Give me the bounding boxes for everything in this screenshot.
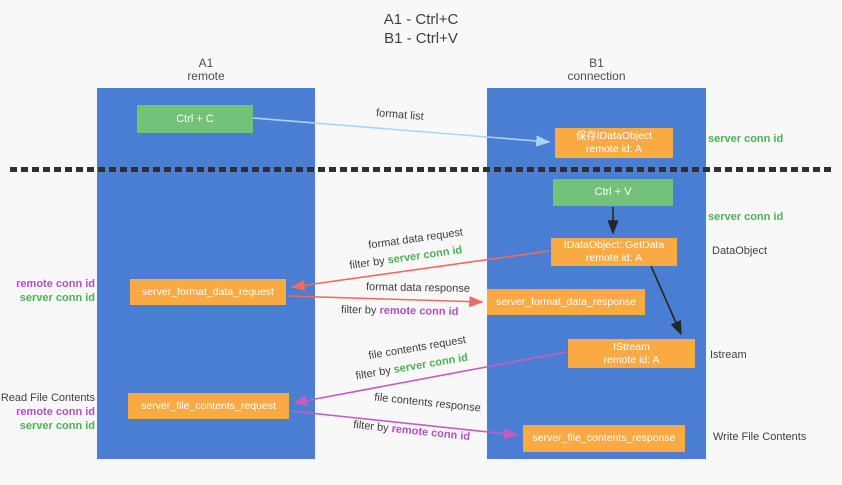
filter-by-text-1: filter by: [348, 254, 389, 272]
node-ctrl-c: Ctrl + C: [137, 105, 253, 133]
label-remote-conn-id-1: remote conn id: [16, 278, 95, 290]
lane-b1-name: B1: [589, 56, 604, 70]
title-line-1: A1 - Ctrl+C: [383, 11, 459, 28]
node-ctrl-v: Ctrl + V: [553, 179, 673, 206]
filter-by-text-2: filter by: [340, 303, 380, 317]
arrow-label-file-contents-response: file contents response: [373, 391, 482, 415]
arrow-label-format-data-response: format data response: [365, 281, 471, 295]
node-server-file-contents-request: server_file_contents_request: [128, 393, 289, 419]
node-server-file-contents-response: server_file_contents_response: [523, 425, 685, 452]
node-idataobject-getdata: IDataObject::GetData remote id: A: [551, 238, 677, 266]
filter-value-remote-conn-id-4: remote conn id: [390, 422, 471, 444]
arrow-label-format-list: format list: [375, 107, 425, 123]
node-istream-line2: remote id: A: [603, 353, 660, 366]
lane-header-a1: A1 remote: [97, 57, 315, 83]
node-format-data-response-label: server_format_data_response: [495, 295, 637, 308]
node-format-data-request-label: server_format_data_request: [142, 285, 274, 298]
label-istream: Istream: [710, 349, 747, 361]
label-server-conn-id-1: server conn id: [19, 292, 95, 304]
filter-value-remote-conn-id-2: remote conn id: [379, 304, 459, 319]
lane-a1-name: A1: [198, 56, 214, 70]
lane-b1-role: connection: [567, 69, 626, 83]
node-getdata-line1: IDataObject::GetData: [563, 239, 665, 251]
node-save-idataobject-line2: remote id: A: [585, 143, 643, 155]
arrow-label-filter-file-response: filter by remote conn id: [353, 419, 471, 443]
node-getdata-line2: remote id: A: [585, 252, 643, 264]
filter-by-text-3: filter by: [354, 364, 395, 383]
label-read-file-contents: Read File Contents: [0, 392, 95, 404]
arrow-format-data-response: [287, 295, 484, 308]
node-file-contents-response-label: server_file_contents_response: [532, 432, 676, 444]
label-stack-file-request-ids: Read File Contents remote conn id server…: [0, 391, 95, 433]
node-istream: IStream remote id: A: [568, 339, 695, 368]
node-istream-line1: IStream: [613, 340, 650, 353]
diagram-title: A1 - Ctrl+C B1 - Ctrl+V: [0, 10, 842, 48]
node-save-idataobject: 保存IDataObject remote id: A: [555, 128, 673, 158]
title-line-2: B1 - Ctrl+V: [384, 30, 458, 47]
lane-a1-role: remote: [187, 69, 225, 83]
label-server-conn-id-2: server conn id: [19, 420, 95, 432]
node-ctrl-v-label: Ctrl + V: [594, 186, 632, 198]
label-write-file-contents: Write File Contents: [713, 431, 807, 443]
arrow-label-filter-format-request: filter by server conn id: [349, 244, 463, 272]
label-stack-format-request-ids: remote conn id server conn id: [0, 277, 95, 305]
lane-header-b1: B1 connection: [487, 57, 706, 83]
node-file-contents-request-label: server_file_contents_request: [141, 399, 276, 412]
node-server-format-data-response: server_format_data_response: [487, 289, 645, 315]
label-dataobject: DataObject: [712, 245, 768, 257]
label-server-conn-id-mid: server conn id: [708, 211, 784, 223]
node-server-format-data-request: server_format_data_request: [130, 279, 286, 305]
filter-by-text-4: filter by: [352, 418, 393, 435]
node-save-idataobject-line1: 保存IDataObject: [575, 130, 653, 142]
arrow-label-filter-format-response: filter by remote conn id: [341, 304, 459, 318]
phase-divider-dotted-line: [10, 167, 834, 172]
node-ctrl-c-label: Ctrl + C: [176, 112, 214, 125]
label-server-conn-id-top: server conn id: [708, 133, 784, 145]
label-remote-conn-id-2: remote conn id: [16, 406, 95, 418]
